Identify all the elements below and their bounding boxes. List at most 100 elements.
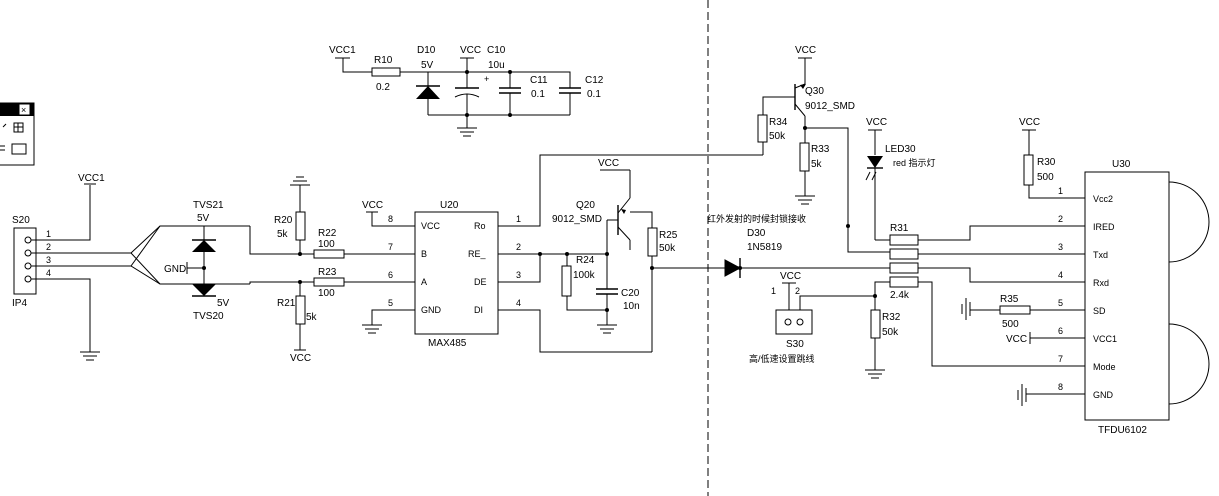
svg-text:Mode: Mode (1093, 362, 1116, 372)
svg-text:U30: U30 (1112, 159, 1131, 170)
svg-text:3: 3 (1058, 242, 1063, 252)
u30-tfdu6102: U30 TFDU6102 Vcc2 IRED Txd Rxd SD VCC1 M… (1058, 159, 1210, 436)
svg-text:LED30: LED30 (885, 144, 916, 155)
svg-text:Txd: Txd (1093, 250, 1108, 260)
svg-text:6: 6 (1058, 326, 1063, 336)
svg-text:7: 7 (1058, 354, 1063, 364)
svg-text:500: 500 (1002, 319, 1019, 330)
svg-text:50k: 50k (769, 131, 786, 142)
svg-text:MAX485: MAX485 (428, 338, 467, 349)
svg-text:100k: 100k (573, 270, 596, 281)
pointer-icon (2, 123, 7, 128)
svg-text:2: 2 (46, 242, 51, 252)
svg-text:3: 3 (516, 270, 521, 280)
svg-text:VCC: VCC (780, 271, 801, 282)
r32: R32 50k (865, 309, 901, 379)
svg-text:R24: R24 (576, 255, 595, 266)
svg-text:VCC: VCC (362, 200, 383, 211)
r35: R35 500 (961, 294, 1085, 330)
svg-text:R34: R34 (769, 117, 788, 128)
svg-text:TVS20: TVS20 (193, 311, 224, 322)
svg-text:VCC1: VCC1 (329, 45, 356, 56)
svg-text:DE: DE (474, 277, 487, 287)
s20-ref: S20 (12, 215, 30, 226)
svg-text:B: B (421, 249, 427, 259)
svg-text:A: A (421, 277, 427, 287)
s20-value: IP4 (12, 298, 27, 309)
svg-text:D30: D30 (747, 228, 766, 239)
svg-text:5V: 5V (421, 60, 434, 71)
svg-text:TFDU6102: TFDU6102 (1098, 425, 1147, 436)
svg-text:C11: C11 (530, 75, 548, 86)
svg-text:2: 2 (1058, 214, 1063, 224)
svg-text:100: 100 (318, 239, 335, 250)
svg-text:C12: C12 (585, 75, 604, 86)
svg-text:0.1: 0.1 (587, 89, 601, 100)
svg-text:500: 500 (1037, 172, 1054, 183)
svg-text:5: 5 (1058, 298, 1063, 308)
d30-diode: D30 1N5819 (724, 228, 890, 278)
svg-text:GND: GND (421, 305, 442, 315)
svg-text:VCC: VCC (1006, 334, 1027, 345)
svg-text:Vcc2: Vcc2 (1093, 194, 1113, 204)
svg-text:10u: 10u (488, 60, 505, 71)
svg-text:R35: R35 (1000, 294, 1019, 305)
keypad-icon[interactable] (11, 143, 27, 155)
svg-text:GND: GND (1093, 390, 1114, 400)
tvs-diodes: TVS21 5V GND 5V TVS20 (164, 200, 230, 322)
svg-text:C20: C20 (621, 288, 640, 299)
svg-text:TVS21: TVS21 (193, 200, 224, 211)
svg-text:R20: R20 (274, 215, 293, 226)
svg-text:5k: 5k (277, 229, 289, 240)
svg-text:R22: R22 (318, 228, 337, 239)
svg-text:100: 100 (318, 288, 335, 299)
svg-text:50k: 50k (659, 243, 676, 254)
svg-text:VCC: VCC (795, 45, 816, 56)
svg-text:U20: U20 (440, 200, 459, 211)
svg-text:8: 8 (1058, 382, 1063, 392)
svg-text:3: 3 (46, 255, 51, 265)
r31-array: R31 2.4k (889, 223, 919, 301)
vcc1-label: VCC1 (78, 173, 105, 184)
svg-text:50k: 50k (882, 327, 899, 338)
svg-text:VCC: VCC (866, 117, 887, 128)
svg-text:red 指示灯: red 指示灯 (893, 157, 936, 168)
svg-text:+: + (484, 74, 489, 84)
svg-text:Ro: Ro (474, 221, 486, 231)
svg-text:Q30: Q30 (805, 86, 824, 97)
svg-text:5V: 5V (197, 213, 210, 224)
svg-text:7: 7 (388, 242, 393, 252)
svg-text:9012_SMD: 9012_SMD (552, 214, 602, 225)
q30-stage: VCC Q30 9012_SMD R34 50k R33 5k (757, 45, 855, 226)
svg-text:R23: R23 (318, 267, 337, 278)
svg-text:1: 1 (516, 214, 521, 224)
svg-text:S30: S30 (786, 339, 804, 350)
svg-text:D10: D10 (417, 45, 436, 56)
svg-text:4: 4 (516, 298, 521, 308)
svg-text:1: 1 (1058, 186, 1063, 196)
svg-text:5V: 5V (217, 298, 230, 309)
svg-text:R33: R33 (811, 144, 830, 155)
svg-text:8: 8 (388, 214, 393, 224)
r30: VCC R30 500 (1019, 117, 1085, 199)
svg-text:9012_SMD: 9012_SMD (805, 101, 855, 112)
connector-s20: S20 IP4 1 2 3 4 (12, 215, 51, 309)
svg-text:R21: R21 (277, 298, 296, 309)
svg-text:5: 5 (388, 298, 393, 308)
svg-text:RE_: RE_ (468, 249, 487, 259)
svg-text:2: 2 (516, 242, 521, 252)
svg-text:VCC: VCC (460, 45, 481, 56)
u20-max485: U20 MAX485 VCC B A GND Ro RE_ DE DI 8 7 … (388, 200, 521, 349)
svg-text:VCC: VCC (290, 353, 311, 364)
svg-text:VCC: VCC (598, 158, 619, 169)
power-filter: VCC1 R10 0.2 D10 5V VCC C10 10u + C11 0.… (329, 45, 604, 137)
svg-text:1: 1 (771, 286, 776, 296)
led30: VCC LED30 red 指示灯 (865, 117, 936, 241)
svg-text:VCC: VCC (1019, 117, 1040, 128)
svg-text:0.2: 0.2 (376, 82, 390, 93)
svg-text:1: 1 (46, 229, 51, 239)
svg-text:1N5819: 1N5819 (747, 242, 782, 253)
close-icon[interactable]: × (21, 105, 26, 115)
svg-text:VCC: VCC (421, 221, 441, 231)
svg-text:GND: GND (164, 264, 186, 275)
